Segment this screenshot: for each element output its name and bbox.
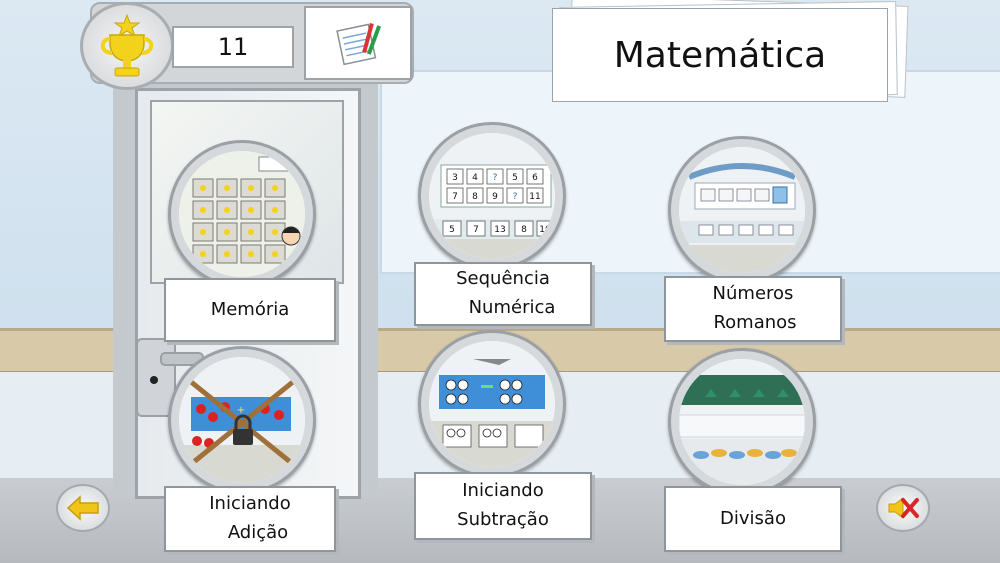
sequence-picture: 3 4 ? 5 6 7 8 9 ? 11 5 7 13 8 10 — [429, 133, 555, 259]
roman-numerals-picture — [679, 147, 805, 273]
memory-cards-picture — [179, 151, 305, 277]
svg-text:7: 7 — [452, 192, 458, 202]
activity-label: Divisão — [720, 507, 786, 529]
activity-label-line2: Numérica — [468, 297, 556, 318]
keyhole — [150, 376, 158, 384]
activity-label-line1: Iniciando — [209, 493, 291, 515]
notes-button[interactable] — [304, 6, 412, 80]
activity-sequencia-numerica-button[interactable]: Sequência Numérica — [414, 262, 592, 326]
svg-text:4: 4 — [472, 173, 478, 183]
activity-iniciando-subtracao-button[interactable]: Iniciando Subtração — [414, 472, 592, 540]
svg-text:13: 13 — [494, 225, 505, 235]
svg-text:+: + — [237, 405, 245, 416]
svg-text:5: 5 — [449, 225, 455, 235]
activity-label-line2: Romanos — [713, 312, 797, 333]
subtraction-game-thumbnail[interactable] — [418, 330, 566, 478]
activity-label-line2: Subtração — [457, 509, 549, 530]
activity-label-line1: Iniciando — [462, 480, 544, 502]
exit-button[interactable] — [876, 484, 930, 532]
addition-locked-picture: + — [179, 357, 305, 483]
trophy-icon — [100, 13, 154, 77]
activity-iniciando-adicao-button[interactable]: Iniciando Adição — [164, 486, 336, 552]
svg-text:3: 3 — [452, 173, 458, 183]
svg-text:7: 7 — [473, 225, 479, 235]
activity-label-line1: Sequência — [456, 268, 550, 290]
activity-label: Memória — [210, 298, 290, 320]
activity-label-line1: Números — [712, 283, 794, 305]
subtraction-picture — [429, 341, 555, 467]
activity-divisao-button[interactable]: Divisão — [664, 486, 842, 552]
activity-memoria-button[interactable]: Memória — [164, 278, 336, 342]
page-title: Matemática — [552, 8, 888, 102]
division-game-thumbnail[interactable] — [668, 348, 816, 496]
svg-text:6: 6 — [532, 173, 538, 183]
roman-numerals-thumbnail[interactable] — [668, 136, 816, 284]
sound-close-icon — [888, 497, 919, 519]
svg-text:9: 9 — [492, 192, 498, 202]
memory-game-thumbnail[interactable] — [168, 140, 316, 288]
arrow-left-icon — [66, 495, 99, 521]
addition-game-thumbnail[interactable]: + — [168, 346, 316, 494]
svg-text:11: 11 — [529, 192, 540, 202]
notes-icon — [336, 22, 382, 66]
svg-text:5: 5 — [512, 173, 518, 183]
score-counter: 11 — [172, 26, 294, 68]
trophy-badge — [80, 2, 174, 90]
back-button[interactable] — [56, 484, 110, 532]
svg-text:?: ? — [513, 192, 518, 202]
svg-text:8: 8 — [472, 192, 478, 202]
sequence-game-thumbnail[interactable]: 3 4 ? 5 6 7 8 9 ? 11 5 7 13 8 10 — [418, 122, 566, 270]
division-picture — [679, 359, 805, 485]
svg-text:8: 8 — [521, 225, 527, 235]
activity-numeros-romanos-button[interactable]: Números Romanos — [664, 276, 842, 342]
activity-label-line2: Adição — [227, 522, 289, 543]
svg-text:?: ? — [493, 173, 498, 183]
svg-text:10: 10 — [539, 225, 551, 235]
